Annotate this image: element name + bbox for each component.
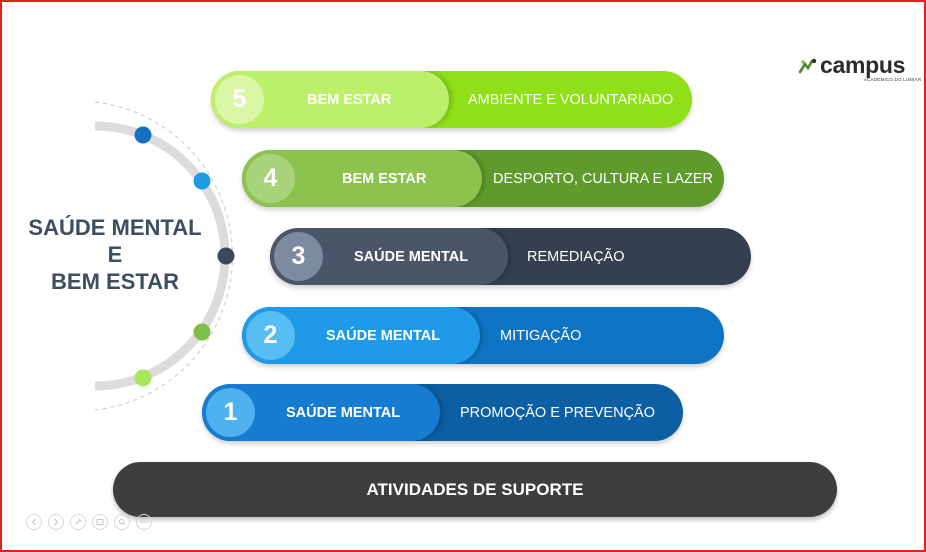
level-5-number: 5 xyxy=(215,75,264,124)
level-2-label: SAÚDE MENTAL xyxy=(326,327,441,344)
zoom-button[interactable] xyxy=(114,514,130,530)
logo-mark-icon xyxy=(798,58,817,74)
logo-subtitle: ACADÉMICO DO LUMIAR xyxy=(864,77,922,82)
level-2-bar: 2 SAÚDE MENTAL MITIGAÇÃO xyxy=(242,307,724,364)
level-1-label: SAÚDE MENTAL xyxy=(286,404,401,421)
campus-logo: campus ACADÉMICO DO LUMIAR xyxy=(798,52,921,84)
level-5-description: AMBIENTE E VOLUNTARIADO xyxy=(468,91,674,108)
zoom-icon xyxy=(118,518,126,526)
arc-dot-4 xyxy=(193,323,211,341)
title-line-1: SAÚDE MENTAL xyxy=(28,215,202,240)
level-2-description: MITIGAÇÃO xyxy=(500,327,582,344)
level-2-number: 2 xyxy=(246,311,295,360)
arc-dot-1 xyxy=(134,126,152,144)
level-1-description: PROMOÇÃO E PREVENÇÃO xyxy=(460,404,655,421)
more-button[interactable] xyxy=(136,514,152,530)
level-1-bar: 1 SAÚDE MENTAL PROMOÇÃO E PREVENÇÃO xyxy=(202,384,683,441)
slides-button[interactable] xyxy=(92,514,108,530)
title-line-3: BEM ESTAR xyxy=(51,269,179,294)
previous-icon xyxy=(31,518,36,526)
logo-word: campus xyxy=(820,52,906,78)
level-3-label: SAÚDE MENTAL xyxy=(354,248,469,265)
previous-slide-button[interactable] xyxy=(26,514,42,530)
level-3-description: REMEDIAÇÃO xyxy=(527,248,625,265)
more-icon xyxy=(140,521,148,523)
arc-graphic xyxy=(94,101,235,411)
pen-icon xyxy=(75,518,82,525)
level-5-label: BEM ESTAR xyxy=(307,91,392,108)
title-line-2: E xyxy=(107,242,123,267)
arc-dot-5 xyxy=(134,369,152,387)
pen-button[interactable] xyxy=(70,514,86,530)
level-4-label: BEM ESTAR xyxy=(342,170,427,187)
level-4-description: DESPORTO, CULTURA E LAZER xyxy=(493,170,713,187)
support-label: ATIVIDADES DE SUPORTE xyxy=(366,479,584,499)
next-icon xyxy=(54,518,59,526)
viewer-controls xyxy=(26,514,152,532)
level-1-number: 1 xyxy=(206,388,255,437)
level-3-number: 3 xyxy=(274,232,323,281)
support-activities-bar: ATIVIDADES DE SUPORTE xyxy=(113,462,837,517)
level-4-bar: 4 BEM ESTAR DESPORTO, CULTURA E LAZER xyxy=(242,150,724,207)
level-4-number: 4 xyxy=(246,154,295,203)
next-slide-button[interactable] xyxy=(48,514,64,530)
arc-dot-3 xyxy=(217,247,235,265)
level-5-bar: 5 BEM ESTAR AMBIENTE E VOLUNTARIADO xyxy=(211,71,692,128)
arc-dot-2 xyxy=(193,172,211,190)
slides-icon xyxy=(96,519,104,525)
main-title: SAÚDE MENTAL E BEM ESTAR xyxy=(20,214,210,295)
level-3-bar: 3 SAÚDE MENTAL REMEDIAÇÃO xyxy=(270,228,751,285)
